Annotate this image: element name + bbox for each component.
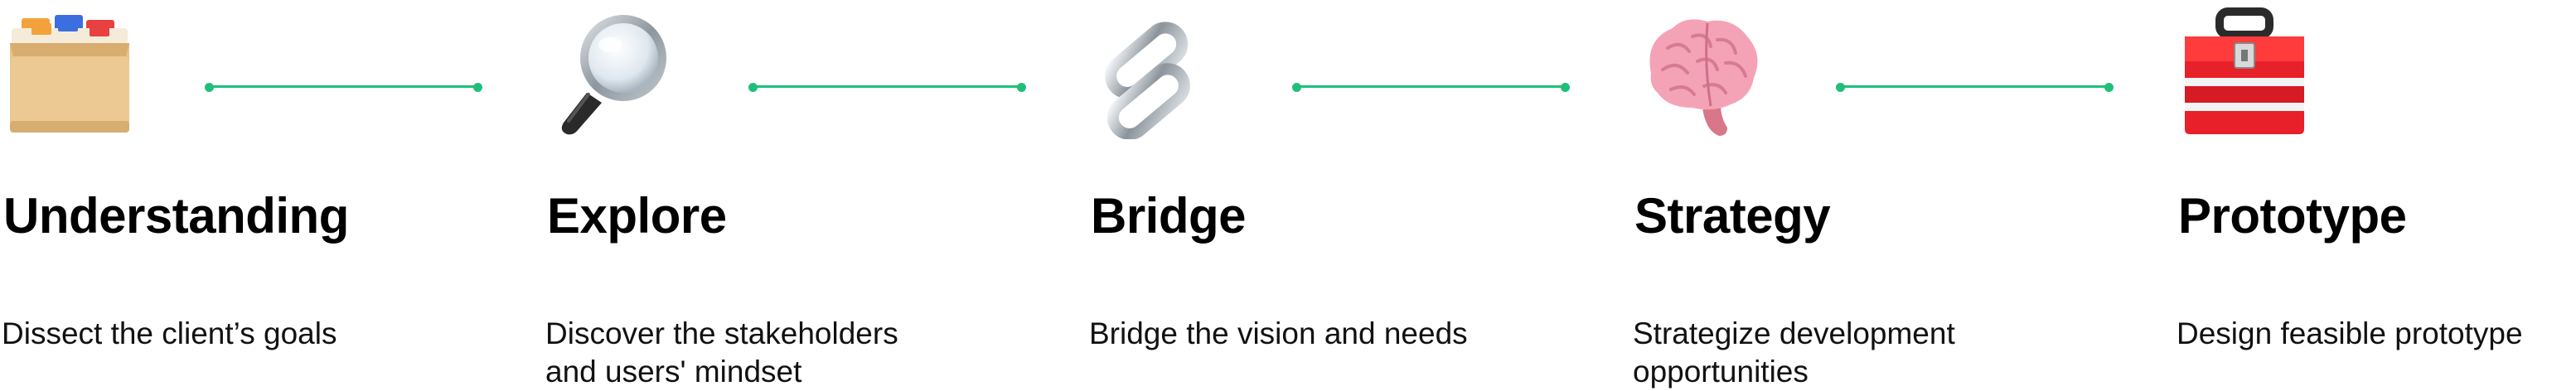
step-strategy: Strategy Strategize development opportun… <box>1631 0 2029 389</box>
connector-dot <box>1292 83 1301 92</box>
step-description: Strategize development opportunities <box>1633 316 1955 389</box>
connector-line <box>205 83 482 92</box>
step-description: Bridge the vision and needs <box>1089 316 1468 350</box>
step-title: Understanding <box>3 188 349 244</box>
file-box-icon <box>3 7 136 139</box>
step-understanding: Understanding Dissect the client’s goals <box>0 0 398 389</box>
connector-dot <box>1561 83 1570 92</box>
brain-icon <box>1634 7 1767 139</box>
chain-link-icon <box>1091 7 1223 139</box>
toolbox-icon <box>2178 7 2311 139</box>
connector-dot <box>1836 83 1845 92</box>
connector-dot <box>748 83 758 92</box>
step-title: Bridge <box>1091 188 1247 244</box>
step-prototype: Prototype Design feasible prototype <box>2175 0 2573 389</box>
connector-dot <box>2104 83 2114 92</box>
connector-dot <box>205 83 214 92</box>
connector-line <box>1836 83 2114 92</box>
step-title: Explore <box>547 188 727 244</box>
step-title: Prototype <box>2178 188 2407 244</box>
step-bridge: Bridge Bridge the vision and needs <box>1087 0 1485 389</box>
step-description: Discover the stakeholders and users' min… <box>545 316 898 389</box>
step-title: Strategy <box>1634 188 1831 244</box>
step-explore: Explore Discover the stakeholders and us… <box>544 0 942 389</box>
step-description: Design feasible prototype <box>2177 316 2523 350</box>
connector-dot <box>1017 83 1026 92</box>
connector-line <box>1292 83 1570 92</box>
step-description: Dissect the client’s goals <box>2 316 337 350</box>
connector-line <box>748 83 1026 92</box>
connector-dot <box>473 83 482 92</box>
magnifying-glass-icon <box>547 7 680 139</box>
